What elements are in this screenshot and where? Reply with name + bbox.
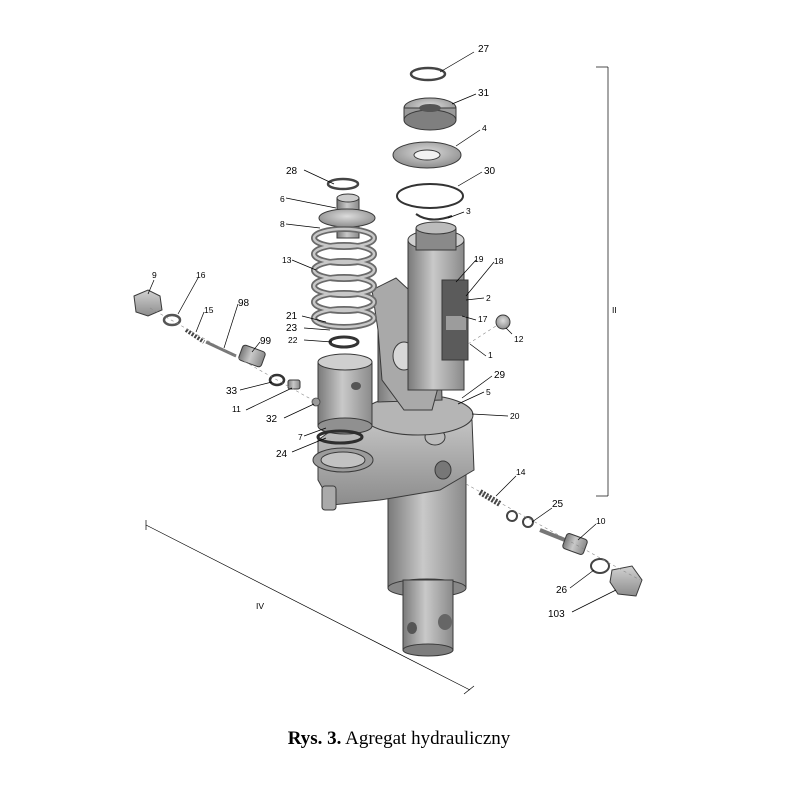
callout-3: 3 bbox=[466, 206, 471, 216]
callout-22: 22 bbox=[288, 335, 298, 345]
callout-99: 99 bbox=[260, 336, 272, 347]
callout-1: 1 bbox=[488, 350, 493, 360]
callout-5: 5 bbox=[486, 387, 491, 397]
height-dimension: II bbox=[596, 66, 617, 497]
callout-103: 103 bbox=[548, 609, 565, 620]
callout-27: 27 bbox=[478, 44, 490, 55]
figure-caption-label: Rys. 3. bbox=[287, 728, 342, 749]
callout-24: 24 bbox=[276, 449, 288, 460]
callout-16: 16 bbox=[196, 270, 206, 280]
callout-23: 23 bbox=[286, 323, 298, 334]
callout-33: 33 bbox=[226, 386, 238, 397]
callout-17: 17 bbox=[478, 314, 488, 324]
callout-32: 32 bbox=[266, 414, 278, 425]
callout-25: 25 bbox=[552, 499, 564, 510]
height-dimension-label: II bbox=[612, 305, 617, 315]
callout-4: 4 bbox=[482, 123, 487, 133]
callout-11: 11 bbox=[232, 404, 241, 414]
callout-8: 8 bbox=[280, 219, 285, 229]
figure-caption: Rys. 3. Agregat hydrauliczny bbox=[0, 728, 798, 750]
callout-2: 2 bbox=[486, 293, 491, 303]
callout-9: 9 bbox=[152, 270, 157, 280]
callout-19: 19 bbox=[474, 254, 484, 264]
callout-98: 98 bbox=[238, 298, 250, 309]
callout-30: 30 bbox=[484, 166, 496, 177]
callout-31: 31 bbox=[478, 88, 490, 99]
callout-26: 26 bbox=[556, 585, 568, 596]
callout-13: 13 bbox=[282, 255, 292, 265]
callout-12: 12 bbox=[514, 334, 524, 344]
callout-labels: 27 31 4 30 3 28 6 8 13 19 18 2 17 12 1 2… bbox=[152, 44, 606, 620]
callout-10: 10 bbox=[596, 516, 606, 526]
width-dimension-label: IV bbox=[256, 601, 264, 611]
width-dimension: IV bbox=[145, 520, 475, 695]
callout-18: 18 bbox=[494, 256, 504, 266]
callout-15: 15 bbox=[204, 305, 214, 315]
callout-21: 21 bbox=[286, 311, 298, 322]
callout-leaders bbox=[147, 51, 617, 613]
callout-28: 28 bbox=[286, 166, 298, 177]
top-rings bbox=[326, 66, 464, 221]
callout-14: 14 bbox=[516, 467, 526, 477]
right-valve-parts bbox=[465, 314, 643, 597]
figure-caption-text: Agregat hydrauliczny bbox=[341, 728, 511, 749]
left-valve-parts bbox=[133, 289, 321, 407]
callout-20: 20 bbox=[510, 411, 520, 421]
pump-body bbox=[312, 221, 475, 657]
spring-assembly bbox=[311, 193, 377, 445]
callout-6: 6 bbox=[280, 194, 285, 204]
callout-29: 29 bbox=[494, 370, 506, 381]
callout-7: 7 bbox=[298, 432, 303, 442]
